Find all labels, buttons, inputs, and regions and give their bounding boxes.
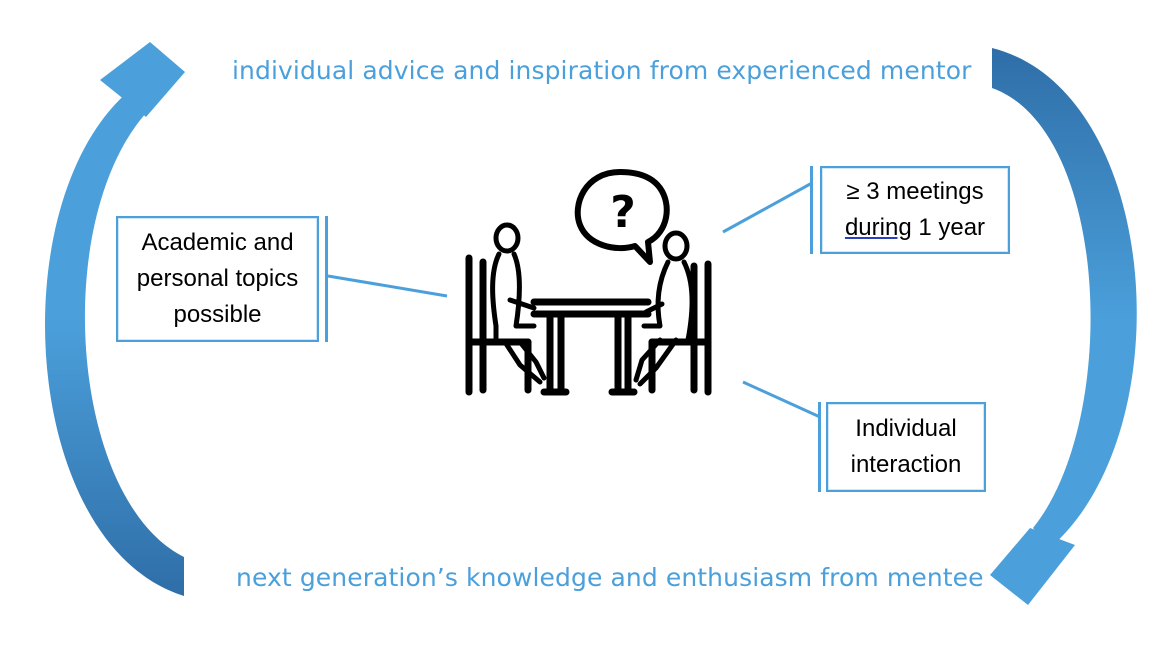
cycle-arrow-left [45,42,185,596]
meetings-box-side-bar [810,166,813,254]
interaction-line-2: interaction [850,451,962,478]
right-chair [648,260,712,396]
meeting-table-illustration [465,222,712,396]
left-person [490,222,547,385]
topics-box: Academic and personal topics possible [116,216,319,342]
meetings-during-word: during [844,214,912,241]
topics-line-3: possible [173,301,262,328]
connector-left [327,274,448,298]
topics-box-side-bar [325,216,328,342]
meetings-line-2: during 1 year [845,210,985,246]
question-mark: ? [610,187,636,238]
meetings-line-1: ≥ 3 meetings [846,178,984,205]
meetings-line-2-rest: 1 year [911,214,986,241]
interaction-line-1: Individual [855,415,957,442]
connector-right-top [722,181,813,234]
table [530,298,652,396]
top-flow-text: individual advice and inspiration from e… [232,56,972,85]
topics-line-2: personal topics [136,265,299,292]
connector-right-bottom [742,380,821,419]
speech-bubble-question-icon: ? [574,169,670,265]
interaction-box: Individual interaction [826,402,986,492]
bottom-flow-text: next generation’s knowledge and enthusia… [236,563,984,592]
interaction-box-side-bar [818,402,821,492]
meetings-box: ≥ 3 meetings during 1 year [820,166,1010,254]
topics-line-1: Academic and [141,229,294,256]
cycle-arrow-right [990,48,1137,605]
